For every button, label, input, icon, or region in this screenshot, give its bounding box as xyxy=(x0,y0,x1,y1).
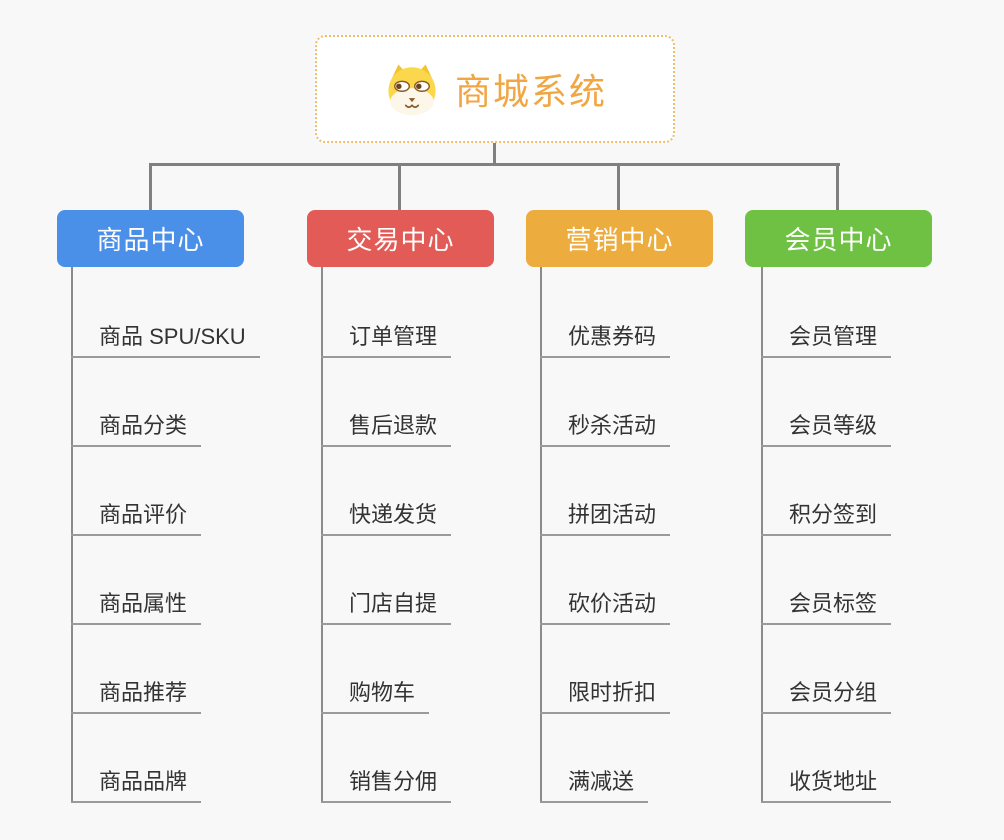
topic-item[interactable]: 销售分佣 xyxy=(321,767,452,803)
topic-item[interactable]: 商品推荐 xyxy=(71,678,202,714)
topic-item[interactable]: 快递发货 xyxy=(321,500,452,536)
branch-label: 营销中心 xyxy=(565,225,674,255)
root-topic-title: 商城系统 xyxy=(454,71,607,112)
topic-item[interactable]: 购物车 xyxy=(321,678,430,714)
topic-item[interactable]: 售后退款 xyxy=(321,411,452,447)
connector-branch-stub xyxy=(617,165,620,210)
topic-item[interactable]: 门店自提 xyxy=(321,589,452,625)
topic-item[interactable]: 拼团活动 xyxy=(540,500,671,536)
connector-branch-stub xyxy=(149,165,152,210)
connector-root-stub xyxy=(493,143,496,164)
connector-branch-stub xyxy=(398,165,401,210)
branch-product-center[interactable]: 商品中心 xyxy=(57,210,244,267)
topic-item[interactable]: 商品分类 xyxy=(71,411,202,447)
topic-item[interactable]: 商品属性 xyxy=(71,589,202,625)
branch-label: 商品中心 xyxy=(96,225,205,255)
topic-item[interactable]: 会员等级 xyxy=(761,411,892,447)
branch-trade-center[interactable]: 交易中心 xyxy=(307,210,494,267)
branch-label: 交易中心 xyxy=(346,225,455,255)
topic-item[interactable]: 限时折扣 xyxy=(540,678,671,714)
branch-member-center[interactable]: 会员中心 xyxy=(745,210,932,267)
topic-item[interactable]: 会员标签 xyxy=(761,589,892,625)
branch-label: 会员中心 xyxy=(784,225,893,255)
topic-item[interactable]: 会员管理 xyxy=(761,322,892,358)
dog-face-icon xyxy=(388,64,436,116)
connector-branch-stub xyxy=(836,165,839,210)
topic-item[interactable]: 商品评价 xyxy=(71,500,202,536)
topic-item[interactable]: 商品 SPU/SKU xyxy=(71,322,260,358)
root-topic[interactable]: 商城系统 xyxy=(315,35,675,143)
branch-marketing-center[interactable]: 营销中心 xyxy=(526,210,713,267)
topic-item[interactable]: 订单管理 xyxy=(321,322,452,358)
topic-item[interactable]: 优惠券码 xyxy=(540,322,671,358)
topic-item[interactable]: 会员分组 xyxy=(761,678,892,714)
topic-item[interactable]: 积分签到 xyxy=(761,500,892,536)
topic-item[interactable]: 秒杀活动 xyxy=(540,411,671,447)
topic-item[interactable]: 收货地址 xyxy=(761,767,892,803)
topic-item[interactable]: 砍价活动 xyxy=(540,589,671,625)
connector-horizontal xyxy=(149,163,840,166)
topic-item[interactable]: 商品品牌 xyxy=(71,767,202,803)
topic-item[interactable]: 满减送 xyxy=(540,767,649,803)
